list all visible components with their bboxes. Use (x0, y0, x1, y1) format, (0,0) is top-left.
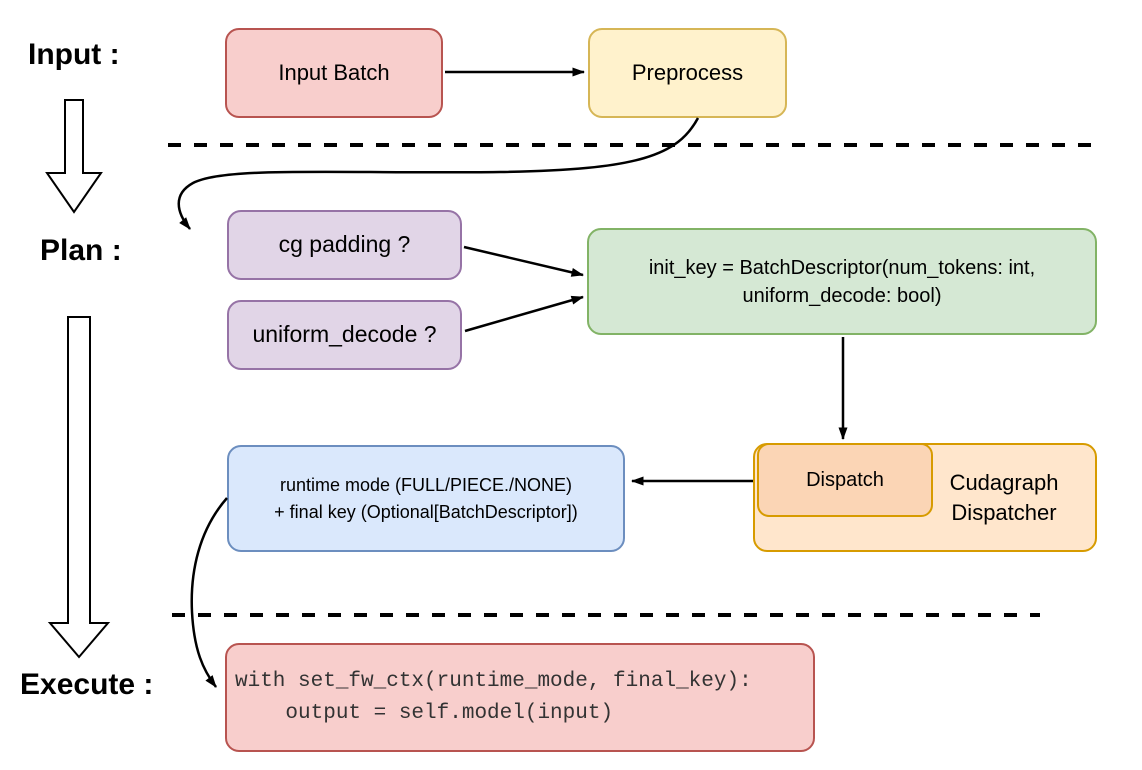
node-uniform-decode: uniform_decode ? (227, 300, 462, 370)
node-cg-padding: cg padding ? (227, 210, 462, 280)
stage-arrow-input-to-plan-icon (45, 99, 103, 214)
node-runtime-mode: runtime mode (FULL/PIECE./NONE) + final … (227, 445, 625, 552)
node-dispatch: Dispatch (757, 443, 933, 517)
node-init-key-line1: init_key = BatchDescriptor(num_tokens: i… (648, 256, 1036, 279)
node-execute-code: with set_fw_ctx(runtime_mode, final_key)… (225, 643, 815, 752)
node-init-key-line2: uniform_decode: bool) (742, 284, 942, 307)
execute-code-line1: with set_fw_ctx(runtime_mode, final_key)… (235, 669, 752, 693)
edge-uniform-decode-to-init-key (464, 295, 584, 333)
node-runtime-mode-line2: + final key (Optional[BatchDescriptor]) (274, 501, 578, 522)
node-preprocess-label: Preprocess (631, 59, 744, 85)
node-input-batch-label: Input Batch (278, 59, 390, 85)
node-dispatch-label: Dispatch (806, 469, 884, 491)
node-input-batch: Input Batch (225, 28, 443, 118)
stage-label-execute: Execute : (20, 668, 154, 701)
execute-code-line2: output = self.model(input) (235, 701, 614, 725)
stage-arrow-plan-to-execute-icon (47, 316, 111, 659)
node-preprocess: Preprocess (588, 28, 787, 118)
node-cudagraph-dispatcher-label: Cudagraph Dispatcher (949, 469, 1059, 525)
node-runtime-mode-line1: runtime mode (FULL/PIECE./NONE) (279, 474, 573, 495)
node-uniform-decode-label: uniform_decode ? (252, 321, 437, 348)
stage-label-plan: Plan : (40, 234, 122, 267)
stage-label-input: Input : (28, 38, 120, 71)
edge-cg-padding-to-init-key (463, 245, 584, 277)
edge-runtime-mode-to-execute-code (190, 497, 228, 688)
node-init-key: init_key = BatchDescriptor(num_tokens: i… (587, 228, 1097, 335)
node-cg-padding-label: cg padding ? (278, 231, 411, 258)
